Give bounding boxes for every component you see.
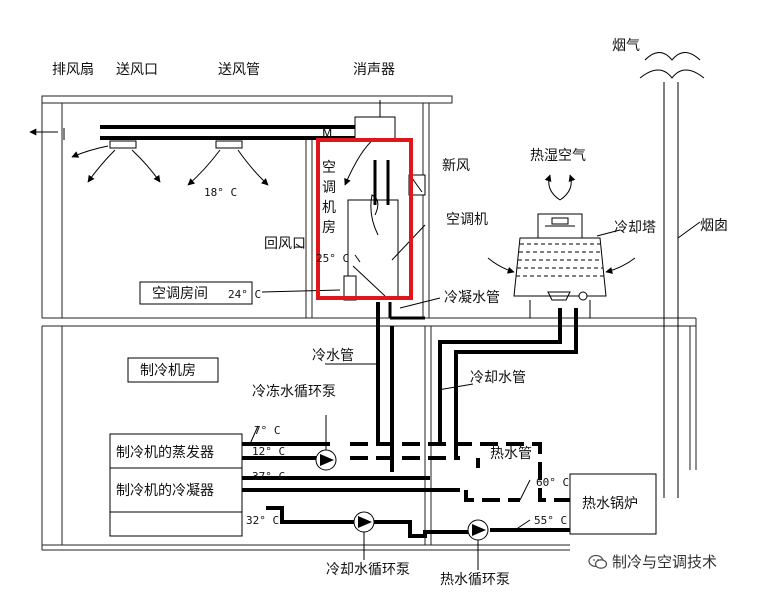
temp-handler: 25° C (316, 252, 349, 265)
wechat-icon (588, 554, 608, 569)
svg-text:空: 空 (322, 160, 336, 176)
condenser-pipe-label: 冷凝水管 (444, 290, 500, 306)
temp-32: 32° C (246, 514, 279, 527)
pumps (315, 415, 489, 570)
ac-room-label-box: 空调房间 (139, 281, 253, 305)
pipe-network (242, 302, 578, 538)
watermark-text: 制冷与空调技术 (612, 553, 718, 571)
svg-text:制冷机房: 制冷机房 (140, 363, 196, 379)
air-flow-arrows (29, 128, 269, 186)
leader-lines (261, 100, 701, 391)
ac-room-vertical-label: 空 调 机 房 (322, 160, 336, 236)
supply-duct-label: 送风管 (218, 62, 260, 78)
fresh-air-label: 新风 (442, 158, 470, 174)
temp-55: 55° C (534, 514, 567, 527)
building-walls (41, 95, 697, 551)
fan-mark: M (322, 127, 332, 141)
watermark: 制冷与空调技术 (588, 551, 717, 572)
ac-room-highlight (316, 138, 413, 300)
cooling-tower-label: 冷却塔 (614, 220, 656, 236)
hot-water-boiler (569, 473, 657, 535)
svg-text:空调房间: 空调房间 (152, 286, 208, 302)
temp-37: 37° C (252, 470, 285, 483)
cooling-tower (487, 174, 636, 318)
return-outlet-label: 回风口 (264, 236, 306, 252)
temp-12: 12° C (252, 445, 285, 458)
boiler-label: 热水锅炉 (582, 496, 638, 512)
cooling-pump-label: 冷却水循环泵 (326, 562, 410, 578)
chilled-water-pipe-label: 冷水管 (312, 348, 354, 364)
evaporator-label: 制冷机的蒸发器 (116, 445, 214, 461)
silencer-label: 消声器 (353, 62, 395, 78)
temp-60: 60° C (536, 476, 569, 489)
supply-duct (100, 116, 396, 149)
condenser-label: 制冷机的冷凝器 (116, 483, 214, 499)
air-handler-unit (343, 137, 426, 320)
chimney-label: 烟囱 (700, 218, 728, 234)
hot-humid-air-label: 热湿空气 (530, 148, 586, 164)
cooling-water-pipe-label: 冷却水管 (470, 370, 526, 386)
temperatures: 18° C 24° C 25° C 7° C 12° C 37° C 32° C… (204, 186, 569, 527)
hot-water-pipe-label: 热水管 (490, 446, 532, 462)
temp-leaders (249, 425, 531, 531)
chimney (639, 52, 705, 498)
hot-pump-label: 热水循环泵 (440, 572, 510, 588)
svg-text:房: 房 (322, 220, 336, 236)
supply-outlet-label: 送风口 (116, 62, 158, 78)
temp-room-return: 24° C (228, 288, 261, 301)
chiller-room-label-box: 制冷机房 (127, 357, 219, 383)
temp-room-supply: 18° C (204, 186, 237, 199)
air-handler-label: 空调机 (446, 212, 488, 228)
chiller-units (109, 433, 243, 537)
chilled-pump-label: 冷冻水循环泵 (252, 383, 336, 400)
labels: 排风扇 送风口 送风管 消声器 烟气 M 新风 热湿空气 空调机 冷却塔 烟囱 … (52, 38, 728, 588)
svg-text:机: 机 (322, 200, 336, 216)
exhaust-fan-label: 排风扇 (52, 62, 94, 78)
temp-7: 7° C (254, 424, 281, 437)
smoke-label: 烟气 (612, 38, 640, 54)
svg-text:调: 调 (322, 180, 336, 196)
